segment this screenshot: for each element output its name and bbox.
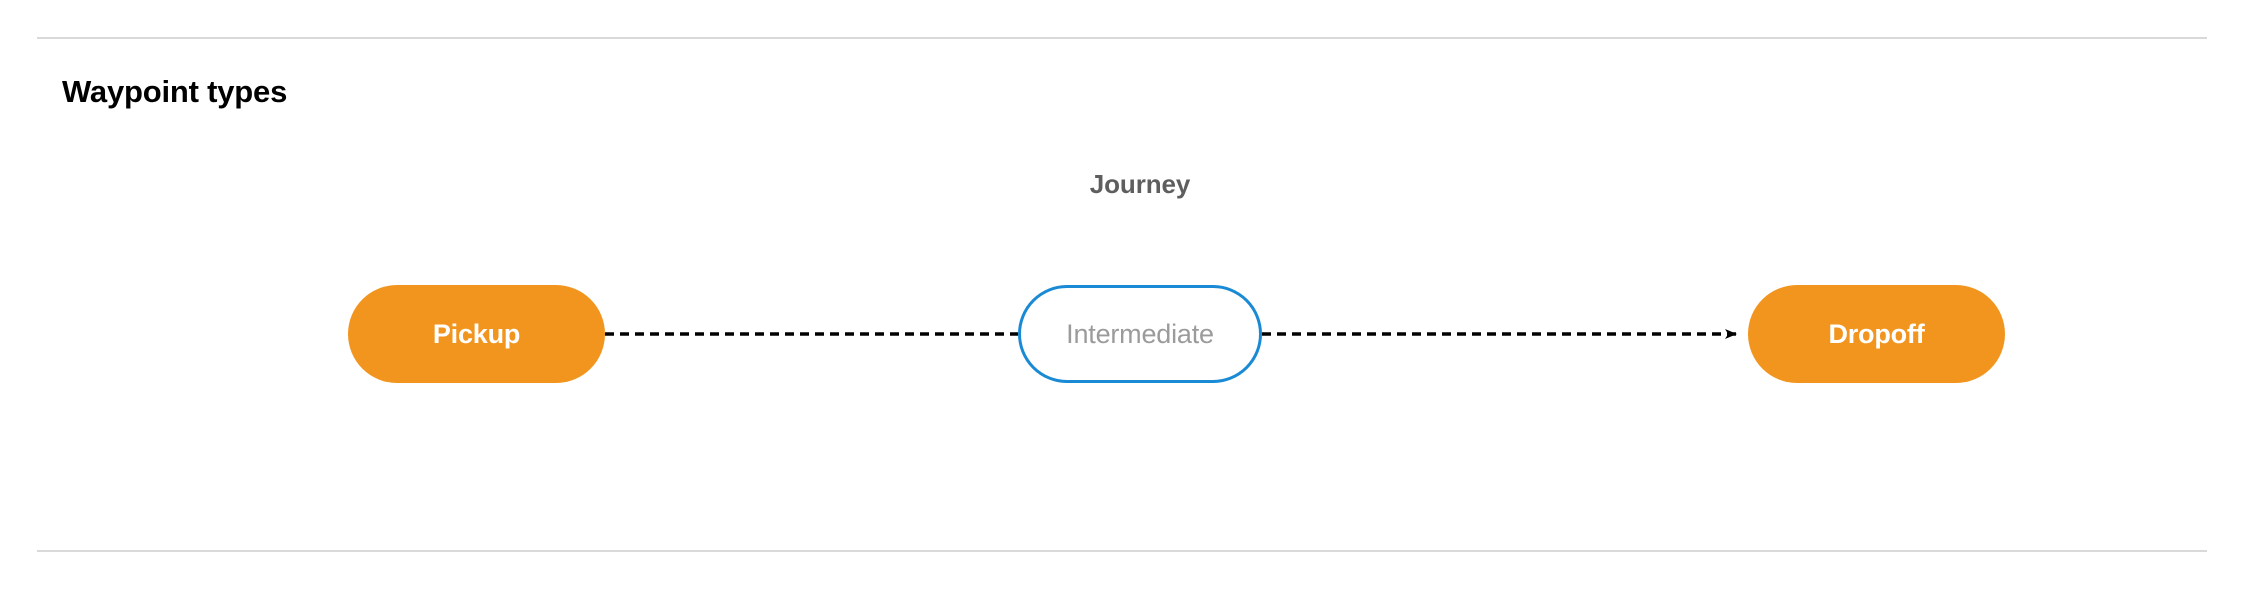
node-pickup[interactable]: Pickup <box>348 285 605 383</box>
section-divider-top <box>37 37 2207 39</box>
node-intermediate[interactable]: Intermediate <box>1018 285 1262 383</box>
node-dropoff-label: Dropoff <box>1828 318 1925 349</box>
node-dropoff[interactable]: Dropoff <box>1748 285 2005 383</box>
diagram-label-journey: Journey <box>1089 169 1191 199</box>
page-title: Waypoint types <box>62 74 288 109</box>
node-intermediate-label: Intermediate <box>1066 318 1214 349</box>
section-divider-bottom <box>37 550 2207 552</box>
node-pickup-label: Pickup <box>432 318 521 349</box>
